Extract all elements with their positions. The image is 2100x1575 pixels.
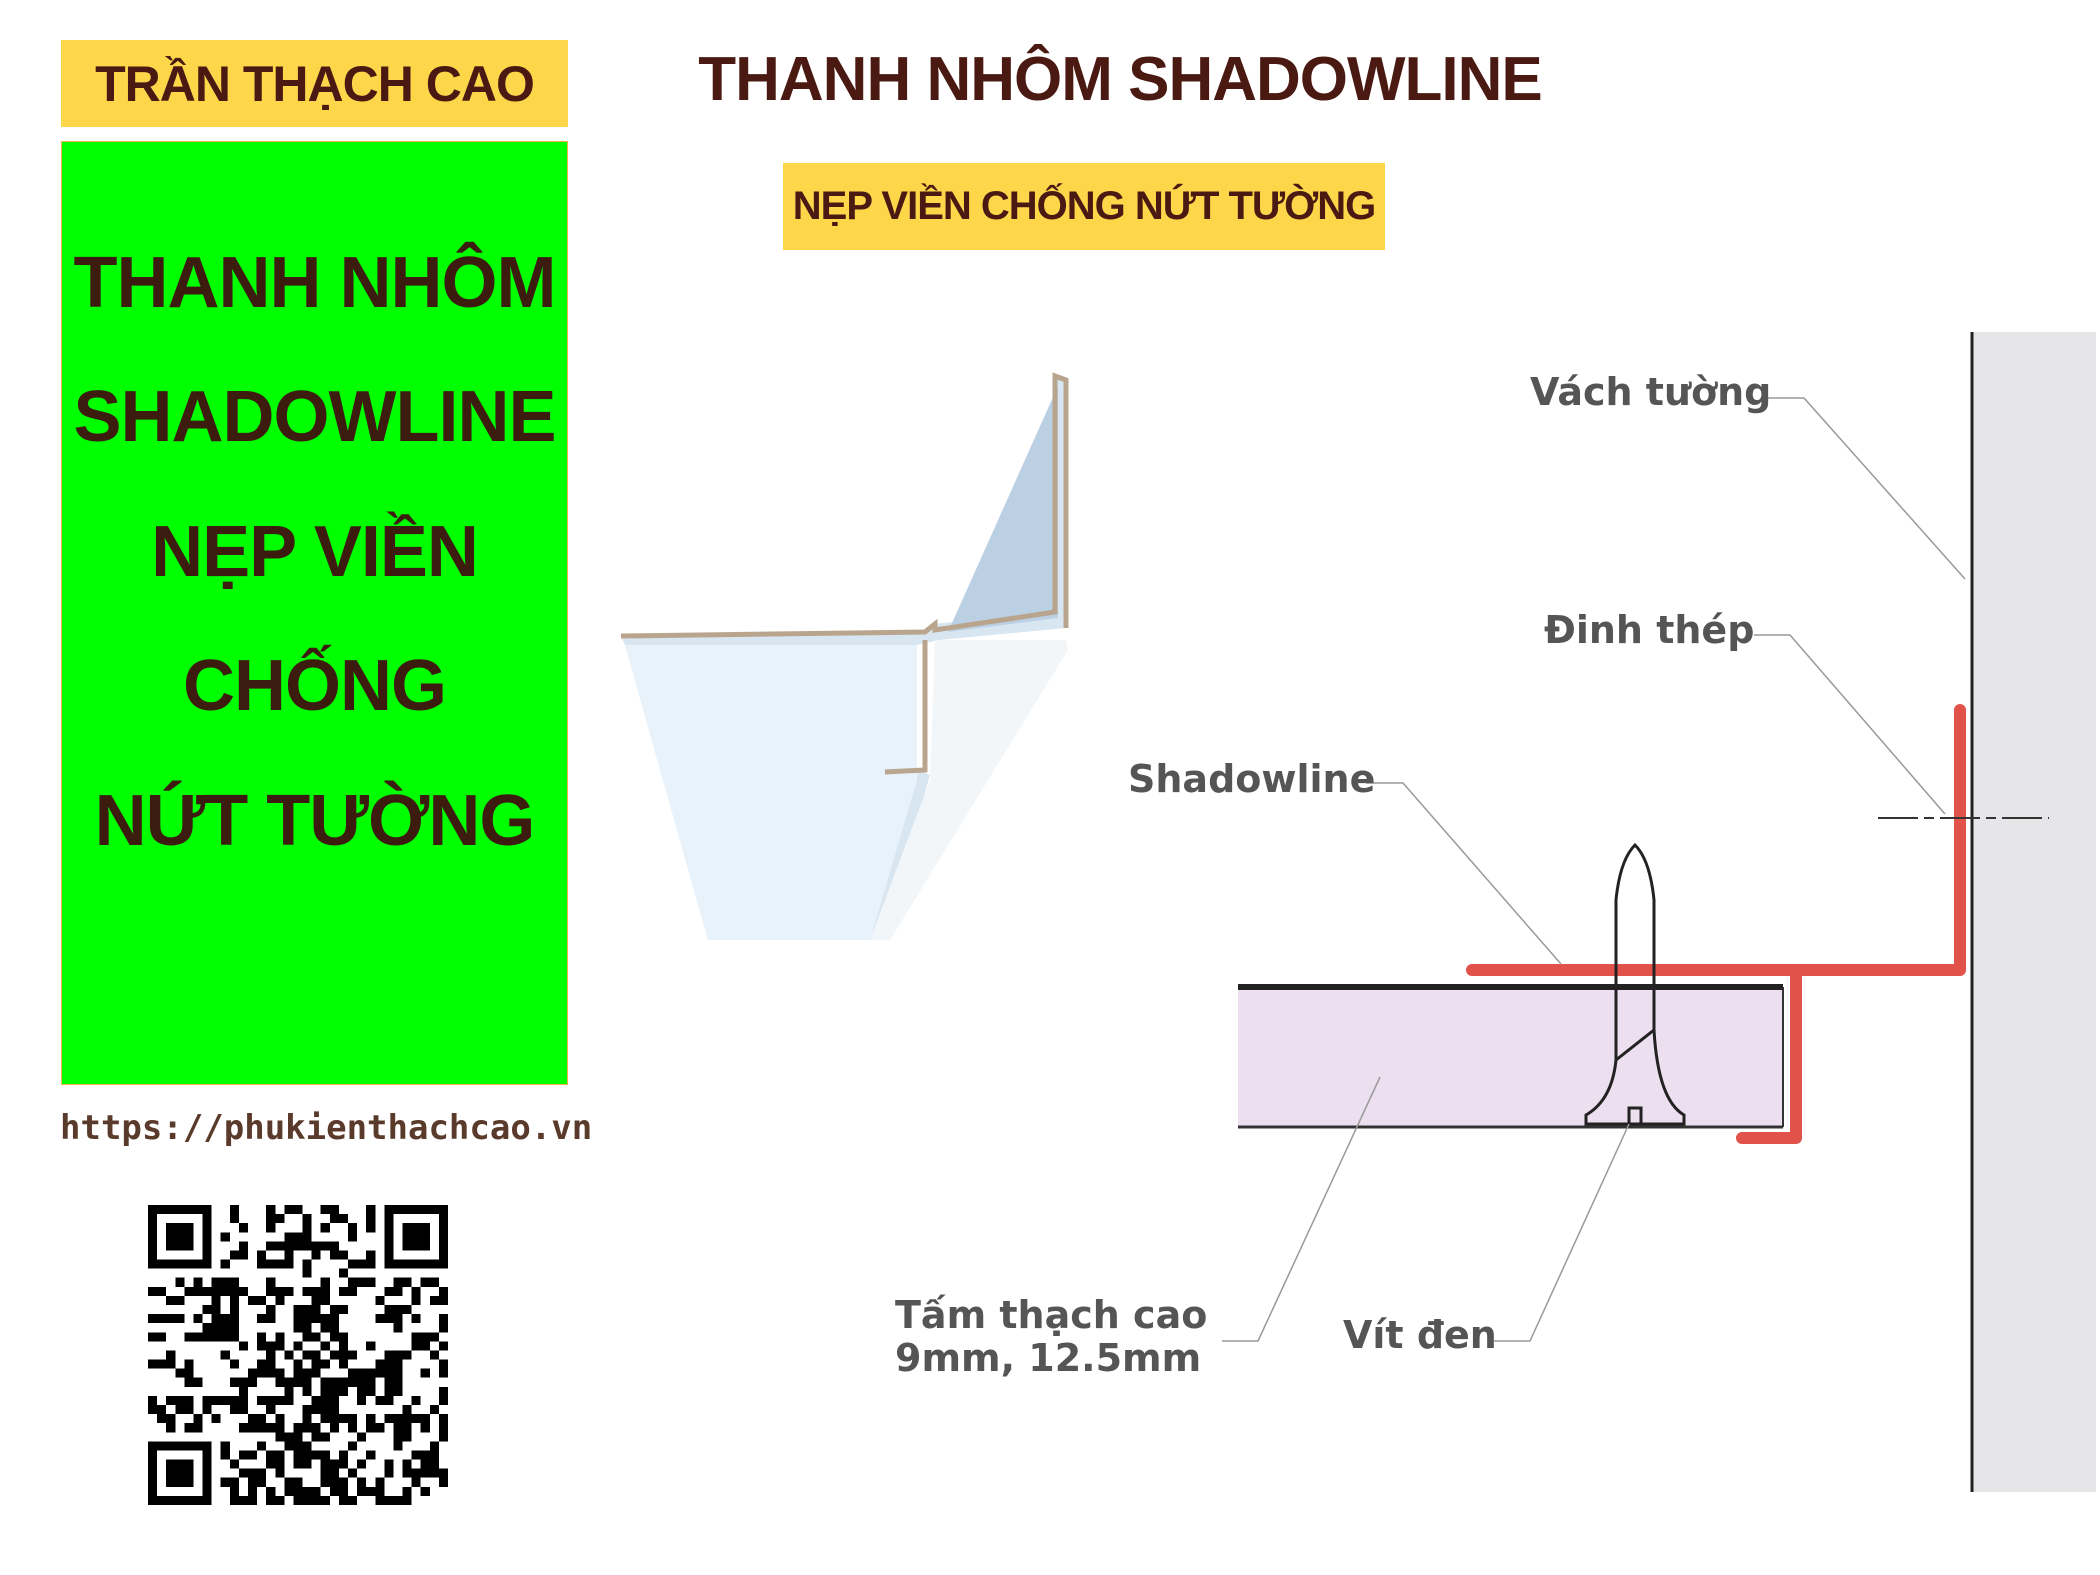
brand-label: TRẦN THẠCH CAO — [61, 40, 568, 127]
page-title: THANH NHÔM SHADOWLINE — [698, 45, 1543, 114]
leader-lines — [1222, 397, 1966, 1342]
label-shadowline: Shadowline — [1128, 757, 1376, 801]
website-link[interactable]: https://phukienthachcao.vn — [60, 1108, 593, 1148]
label-nail: Đinh thép — [1544, 608, 1755, 652]
green-panel-line: THANH NHÔM — [73, 243, 557, 323]
label-board-thickness: 9mm, 12.5mm — [895, 1336, 1202, 1380]
green-panel-line: NẸP VIỀN — [151, 512, 479, 592]
green-panel: THANH NHÔM SHADOWLINE NẸP VIỀN CHỐNG NỨT… — [61, 141, 568, 1085]
label-wall: Vách tường — [1530, 370, 1772, 414]
wall — [1972, 332, 2096, 1492]
shadowline-profile — [1466, 704, 1966, 1144]
green-panel-line: SHADOWLINE — [73, 377, 557, 457]
screw-icon — [1584, 842, 1686, 1126]
shadowline-profile-photo — [620, 372, 1069, 940]
green-panel-line: CHỐNG — [183, 646, 447, 726]
gypsum-board — [1238, 987, 1783, 1127]
qr-code — [148, 1205, 448, 1505]
label-board: Tấm thạch cao — [895, 1293, 1208, 1337]
label-screw: Vít đen — [1343, 1313, 1497, 1357]
subtitle-badge: NẸP VIỀN CHỐNG NỨT TƯỜNG — [783, 163, 1385, 250]
green-panel-line: NỨT TƯỜNG — [94, 781, 536, 861]
